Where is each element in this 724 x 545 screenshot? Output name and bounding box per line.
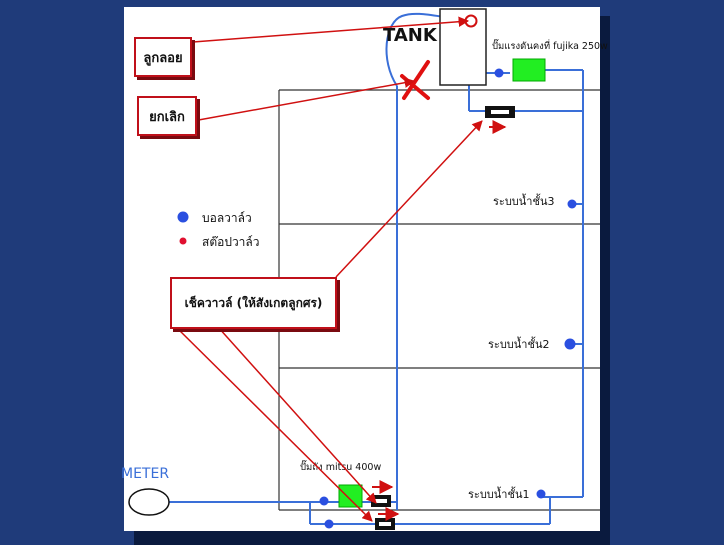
ball-valves	[319, 68, 577, 529]
meter-label: METER	[121, 466, 169, 482]
floor1-label: ระบบน้ำชั้น1	[468, 486, 529, 501]
diagram-sheet	[124, 7, 600, 531]
building-outline	[278, 89, 600, 511]
check-valve-bottom	[375, 507, 400, 530]
callout-float-ball: ลูกลอย	[134, 37, 192, 77]
top-pump-label: ปั๊มแรงดันคงที่ fujika 250w	[492, 38, 608, 52]
ball-valve-icon	[319, 496, 329, 506]
floor2-label: ระบบน้ำชั้น2	[488, 336, 549, 351]
ball-valve-icon	[324, 519, 334, 529]
top-pump	[512, 58, 546, 82]
legend-ball-valve-icon	[177, 211, 189, 223]
water-tank	[439, 8, 487, 86]
callout-cancel: ยกเลิก	[137, 96, 197, 136]
legend-stop-valve-label: สต๊อปวาล์ว	[202, 235, 260, 249]
ball-valve-icon	[494, 68, 504, 78]
bottom-pump	[338, 484, 363, 508]
tank-label: TANK	[383, 25, 438, 46]
floor3-label: ระบบน้ำชั้น3	[493, 193, 554, 208]
cancelled-valve-x-icon	[400, 60, 430, 100]
ball-valve-icon	[564, 338, 576, 350]
callout-pointers	[175, 16, 483, 522]
ball-valve-icon	[567, 199, 577, 209]
legend-ball-valve-label: บอลวาล์ว	[202, 211, 252, 225]
water-meter	[128, 488, 170, 516]
legend-stop-valve-icon	[179, 237, 187, 245]
check-valve-middle	[371, 480, 394, 507]
check-valve-top	[485, 106, 515, 134]
callout-check-valve: เช็ควาวล์ (ให้สังเกตลูกศร)	[170, 277, 337, 329]
ball-valve-icon	[536, 489, 546, 499]
